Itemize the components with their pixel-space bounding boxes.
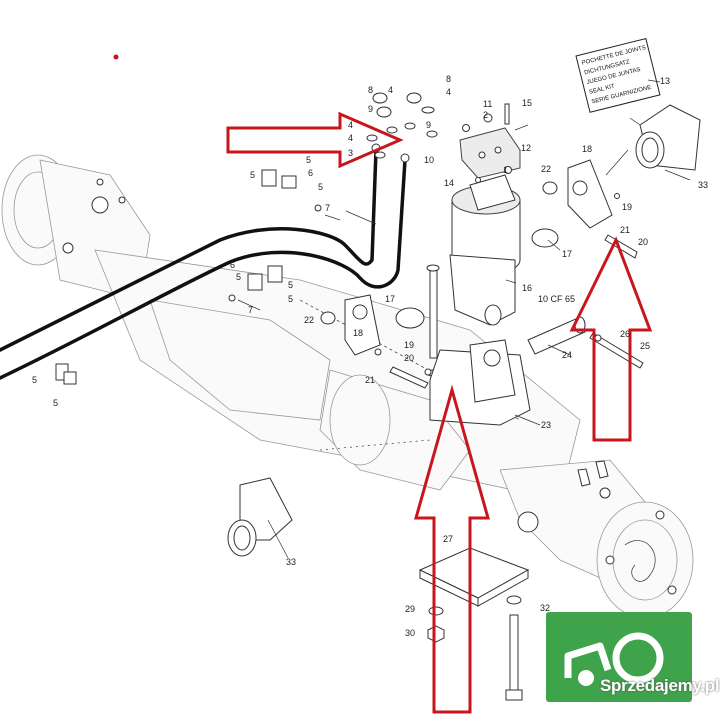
valve-code: 10 CF 65 <box>538 294 575 304</box>
label-5c: 5 <box>318 182 323 192</box>
label-6a: 6 <box>308 168 313 178</box>
label-22a: 22 <box>541 164 551 174</box>
label-4b: 4 <box>446 87 451 97</box>
label-9b: 9 <box>426 120 431 130</box>
label-19a: 19 <box>622 202 632 212</box>
valve-block <box>459 103 521 179</box>
fittings-group <box>366 92 438 159</box>
label-18b: 18 <box>353 328 363 338</box>
label-22b: 22 <box>304 315 314 325</box>
label-17a: 17 <box>562 249 572 259</box>
seal-kit-card: POCHETTE DE JOINTS DICHTUNGSATZ JUEGO DE… <box>575 37 661 113</box>
label-3: 3 <box>348 148 353 158</box>
label-17b: 17 <box>385 294 395 304</box>
label-15: 15 <box>522 98 532 108</box>
support-bracket-23 <box>429 339 531 426</box>
label-25: 25 <box>640 341 650 351</box>
red-arrow-bottom <box>414 384 490 714</box>
label-32: 32 <box>540 603 550 613</box>
hose-clamps <box>55 169 322 385</box>
label-30: 30 <box>405 628 415 638</box>
label-18a: 18 <box>582 144 592 154</box>
label-4d: 4 <box>348 133 353 143</box>
washer-19-left <box>424 368 432 376</box>
label-23: 23 <box>541 420 551 430</box>
label-26: 26 <box>620 329 630 339</box>
label-14: 14 <box>444 178 454 188</box>
bracket-18-right <box>542 159 638 259</box>
label-19b: 19 <box>404 340 414 350</box>
washer-26 <box>594 334 602 342</box>
label-4c: 4 <box>348 120 353 130</box>
label-33a: 33 <box>698 180 708 190</box>
red-arrow-left <box>226 111 404 169</box>
label-2: 2 <box>483 110 488 120</box>
label-20b: 20 <box>404 353 414 363</box>
label-27: 27 <box>443 534 453 544</box>
bushing-17 <box>395 307 425 329</box>
label-8a: 8 <box>368 85 373 95</box>
label-4a: 4 <box>388 85 393 95</box>
label-8b: 8 <box>446 74 451 84</box>
label-29: 29 <box>405 604 415 614</box>
label-5a: 5 <box>306 155 311 165</box>
label-5e: 5 <box>288 280 293 290</box>
label-6b: 6 <box>230 260 235 270</box>
label-16: 16 <box>522 283 532 293</box>
right-wheel-hub <box>499 459 694 619</box>
watermark-logo <box>546 612 692 702</box>
label-21b: 21 <box>365 375 375 385</box>
label-24: 24 <box>562 350 572 360</box>
bolt-20-left <box>389 366 429 389</box>
part-number-labels: 8 4 8 4 9 11 2 15 4 4 3 9 10 12 13 14 1 … <box>32 74 708 638</box>
label-9a: 9 <box>368 104 373 114</box>
label-5h: 5 <box>53 398 58 408</box>
leader-lines <box>237 117 691 426</box>
nut-30 <box>427 625 445 643</box>
label-21a: 21 <box>620 225 630 235</box>
mount-33-bottom <box>227 477 293 559</box>
bushing-17b <box>531 228 559 248</box>
label-11: 11 <box>483 99 492 109</box>
tractor-logo-icon <box>564 632 664 686</box>
label-13: 13 <box>660 76 670 86</box>
hydraulic-hoses <box>0 143 410 380</box>
label-12: 12 <box>521 143 531 153</box>
label-1: 1 <box>503 165 508 175</box>
red-dot <box>113 54 119 60</box>
axle-housing <box>94 249 581 501</box>
bracket-18-left <box>320 294 382 356</box>
red-arrow-right <box>569 236 653 442</box>
washer-32 <box>506 595 522 605</box>
label-33b: 33 <box>286 557 296 567</box>
label-5b: 5 <box>250 170 255 180</box>
hydraulic-cylinder <box>449 166 521 326</box>
label-5d: 5 <box>236 272 241 282</box>
washer-29 <box>428 606 444 616</box>
label-10: 10 <box>424 155 434 165</box>
label-20a: 20 <box>638 237 648 247</box>
mount-33-top <box>635 104 701 171</box>
label-5g: 5 <box>32 375 37 385</box>
bolt-31 <box>505 614 523 701</box>
watermark-text: Sprzedajemy.pl <box>600 676 720 695</box>
label-5f: 5 <box>288 294 293 304</box>
label-7b: 7 <box>248 305 253 315</box>
label-7a: 7 <box>325 203 330 213</box>
